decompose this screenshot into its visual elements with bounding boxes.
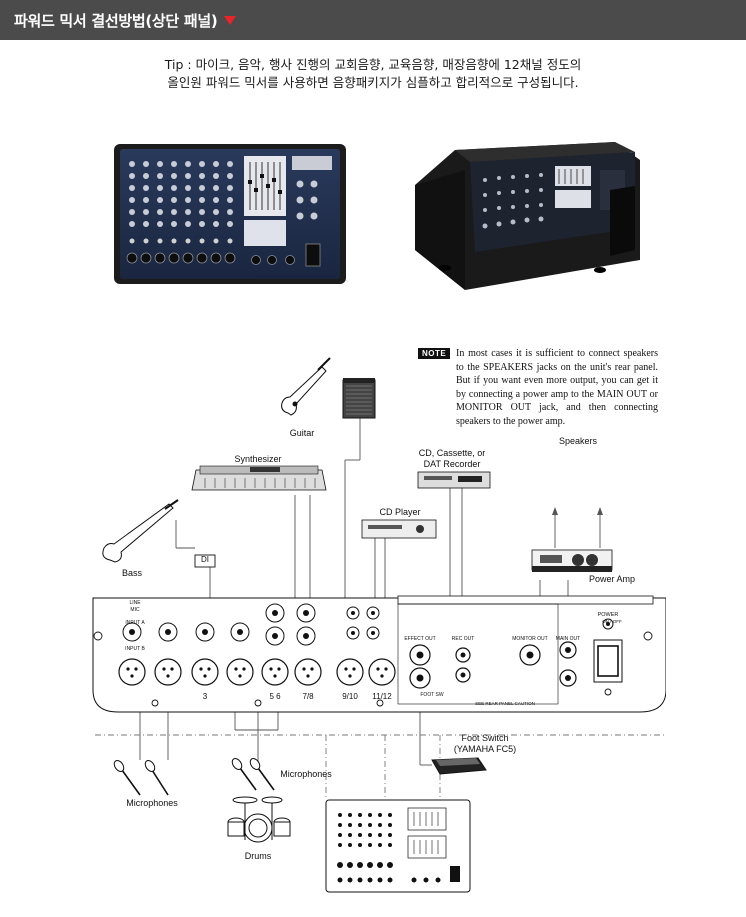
cd-player-icon [361, 519, 437, 539]
page-header: 파워드 믹서 결선방법(상단 패널) [0, 0, 746, 40]
foot-switch-label-line-2: (YAMAHA FC5) [453, 744, 517, 754]
line-label: LINE [129, 600, 141, 606]
recorder-label-line-2: DAT Recorder [423, 459, 481, 469]
rec-out-label: REC OUT [451, 636, 475, 642]
main-out-label: MAIN OUT [555, 636, 581, 642]
connection-diagram [92, 357, 666, 893]
guitar-amp-icon [342, 378, 376, 419]
tip-text: Tip : 마이크, 음악, 행사 진행의 교회음향, 교육음향, 매장음향에 … [0, 56, 746, 92]
guitar-label: Guitar [289, 428, 315, 438]
channel-label: 5 6 [269, 692, 281, 701]
foot-switch-label-line-1: Foot Switch [461, 733, 509, 743]
note-text: In most cases it is sufficient to connec… [456, 348, 658, 427]
effect-out-label: EFFECT OUT [404, 636, 436, 642]
recorder-icon [417, 471, 491, 489]
power-amp-label: Power Amp [588, 574, 636, 584]
microphone-icon [113, 760, 169, 796]
tip-line-2: 올인원 파워드 믹서를 사용하면 음향패키지가 심플하고 합리적으로 구성됩니다… [167, 75, 579, 90]
speakers-label: Speakers [558, 436, 598, 446]
microphone-icon [231, 758, 275, 791]
power-label: POWER [597, 612, 619, 618]
synthesizer-icon [191, 465, 327, 491]
synthesizer-label: Synthesizer [234, 454, 282, 464]
cd-player-label: CD Player [379, 507, 421, 517]
mixer-top-panel [325, 799, 471, 893]
channel-label: 3 [202, 692, 208, 701]
di-label: DI [201, 555, 209, 564]
input-b-label: INPUT B [125, 646, 145, 652]
drums-icon [227, 796, 291, 843]
foot-sw-label: FOOT SW [420, 692, 444, 698]
mixer-angle-photo [415, 142, 640, 290]
recorder-label-line-1: CD, Cassette, or [418, 448, 486, 458]
monitor-out-label: MONITOR OUT [512, 636, 548, 642]
mixer-rear-panel [92, 595, 666, 713]
bass-icon [102, 499, 179, 563]
drums-label: Drums [244, 851, 272, 861]
mixer-front-photo [114, 144, 346, 284]
tip-line-1: Tip : 마이크, 음악, 행사 진행의 교회음향, 교육음향, 매장음향에 … [164, 57, 582, 72]
microphones-right-label: Microphones [280, 769, 332, 779]
channel-label: 7/8 [302, 692, 314, 701]
mic-label: MIC [130, 607, 140, 613]
caution-label: SEE REAR PANEL CAUTION [475, 701, 535, 706]
caret-down-icon [224, 15, 237, 25]
page-title: 파워드 믹서 결선방법(상단 패널) [14, 11, 218, 30]
channel-label: 11/12 [372, 692, 392, 701]
guitar-icon [281, 357, 331, 416]
microphones-left-label: Microphones [126, 798, 178, 808]
power-amp-icon [531, 549, 613, 572]
note-badge: NOTE [418, 348, 451, 359]
input-a-label: INPUT A [125, 620, 145, 626]
power-state-label: ON / OFF [602, 619, 622, 624]
foot-switch-icon [431, 757, 487, 775]
channel-label: 9/10 [342, 692, 358, 701]
bass-label: Bass [121, 568, 143, 578]
